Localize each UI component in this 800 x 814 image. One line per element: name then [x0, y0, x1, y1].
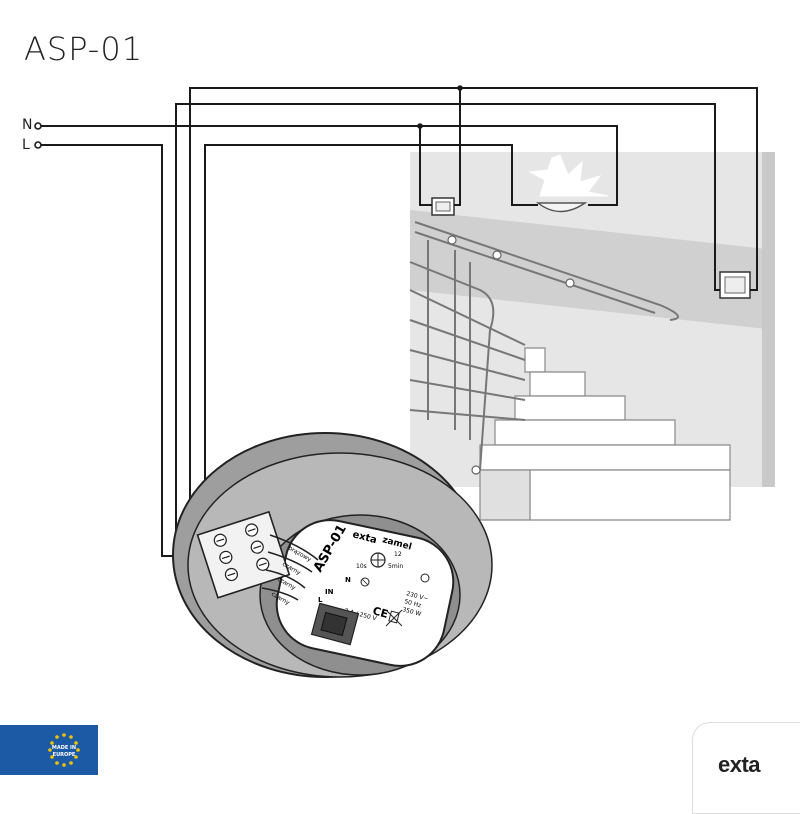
badge-line2: EUROPE — [53, 752, 76, 758]
ceiling-lamp — [528, 154, 609, 213]
time-dial: 10s 5min 12 — [356, 551, 403, 570]
wire-button2-b — [175, 103, 720, 548]
stairs — [479, 347, 731, 521]
light-glow — [528, 154, 609, 197]
staircase-scene — [409, 152, 775, 521]
dial-mid-label: 12 — [394, 551, 402, 558]
lamp-symbol — [360, 573, 430, 587]
rating-power: 350 W — [401, 606, 422, 618]
term-n-label: N — [345, 576, 351, 584]
asp-01-module: ASP-01 exta zamel 10s 5min 12 230 V~ 50 … — [196, 510, 455, 667]
wire-button2-a — [189, 87, 758, 540]
brand-tab — [692, 722, 800, 814]
terminal-dots — [34, 122, 42, 149]
wire-n-button — [419, 126, 432, 206]
rail-brackets — [447, 235, 575, 475]
made-in-europe-badge: MADE IN EUROPE — [0, 725, 98, 775]
rating-frequency: 50 Hz — [403, 598, 421, 609]
push-button-1 — [431, 197, 455, 216]
ce-mark: CE — [371, 604, 389, 621]
brand-logo: exta — [718, 752, 761, 777]
lamp-shade — [535, 202, 588, 213]
wires — [40, 87, 758, 557]
dial-max-label: 5min — [388, 563, 403, 570]
terminal-l-label: L — [22, 137, 30, 153]
dial-min-label: 10s — [356, 563, 367, 570]
module-leads — [261, 534, 319, 601]
wire-button1 — [454, 88, 461, 206]
push-button-2 — [719, 271, 751, 299]
wire-n — [40, 125, 618, 206]
junction-dots — [417, 85, 463, 129]
weee-bin-icon — [385, 609, 403, 627]
page-title: ASP-01 — [24, 30, 144, 68]
terminal-n-label: N — [22, 117, 33, 133]
term-l-label: L — [318, 596, 323, 604]
badge-line1: MADE IN — [52, 745, 76, 751]
terminal-block — [196, 510, 291, 599]
fuse-holder — [310, 602, 360, 646]
wire-lamp — [204, 144, 538, 525]
term-in-label: IN — [325, 588, 334, 596]
eu-stars-icon: MADE IN EUROPE — [48, 733, 80, 767]
handrail — [409, 221, 679, 471]
wall-edge — [762, 152, 775, 487]
wall-band — [410, 210, 775, 330]
